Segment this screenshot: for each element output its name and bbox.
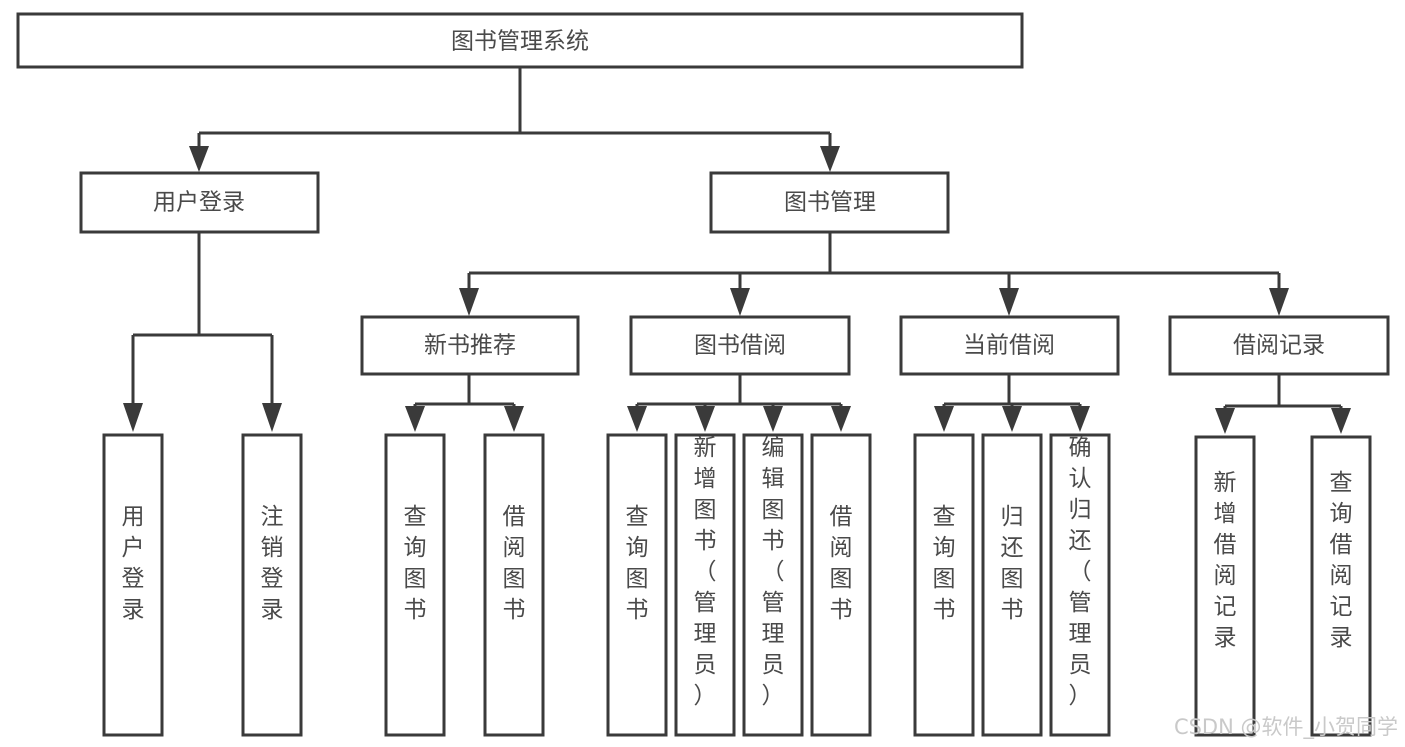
- arrow-book-manage: [820, 146, 840, 172]
- arrow-leaf-borrow-book-2: [831, 406, 851, 432]
- leaf-borrow-book-label: 借阅图书: [830, 504, 853, 623]
- node-book-manage-label: 图书管理: [784, 190, 876, 216]
- arrow-leaf-query-record: [1331, 408, 1351, 434]
- arrow-leaf-return-book: [1002, 406, 1022, 432]
- leaf-add-book[interactable]: 新增图书（管理员）: [674, 433, 736, 737]
- arrow-leaf-edit-book: [763, 406, 783, 432]
- leaf-query-book-recommend[interactable]: 查询图书: [384, 433, 446, 737]
- connector-group-borrow-record-to-leaves: [1215, 374, 1351, 434]
- node-book-borrow-label: 图书借阅: [694, 333, 786, 359]
- node-borrow-record[interactable]: 借阅记录: [1168, 315, 1390, 376]
- node-user-login[interactable]: 用户登录: [79, 171, 320, 234]
- arrow-leaf-confirm-return: [1070, 406, 1090, 432]
- leaf-add-book-box[interactable]: [674, 433, 736, 737]
- node-current-borrow-label: 当前借阅: [963, 333, 1055, 359]
- connector-group-new-book-to-leaves: [405, 374, 524, 432]
- leaf-add-borrow-record[interactable]: 新增借阅记录: [1194, 435, 1256, 737]
- arrow-leaf-user-login: [123, 403, 143, 432]
- leaf-query-book-recommend-label: 查询图书: [404, 504, 427, 623]
- leaf-borrow-book-recommend-box[interactable]: [483, 433, 545, 737]
- connector-group-book-manage-to-level3: [459, 232, 1289, 316]
- leaf-logout-label: 注销登录: [261, 504, 284, 623]
- arrow-book-borrow: [730, 288, 750, 316]
- node-new-book-recommend[interactable]: 新书推荐: [360, 315, 580, 376]
- arrow-user-login: [189, 146, 209, 172]
- node-new-book-recommend-label: 新书推荐: [424, 333, 516, 359]
- connector-group-book-borrow-to-leaves: [627, 374, 851, 432]
- leaf-query-borrow-record-box[interactable]: [1310, 435, 1372, 737]
- node-current-borrow[interactable]: 当前借阅: [899, 315, 1120, 376]
- arrow-leaf-query-book-3: [934, 406, 954, 432]
- leaf-user-login-label: 用户登录: [122, 504, 145, 623]
- node-book-manage-box[interactable]: [709, 171, 950, 234]
- node-borrow-record-box[interactable]: [1168, 315, 1390, 376]
- leaf-logout[interactable]: 注销登录: [241, 433, 303, 737]
- leaf-add-borrow-record-box[interactable]: [1194, 435, 1256, 737]
- leaf-query-book-current-box[interactable]: [913, 433, 975, 737]
- leaf-borrow-book-recommend-label: 借阅图书: [503, 504, 526, 623]
- leaf-borrow-book-box[interactable]: [810, 433, 872, 737]
- connector-group-root-to-level2: [189, 67, 840, 172]
- leaf-add-book-label: 新增图书（管理员）: [694, 435, 717, 709]
- connector-group-current-borrow-to-leaves: [934, 374, 1090, 432]
- leaf-return-book-box[interactable]: [981, 433, 1043, 737]
- node-root-label: 图书管理系统: [451, 29, 589, 55]
- leaf-confirm-return-label: 确认归还（管理员）: [1069, 435, 1092, 709]
- arrow-borrow-record: [1269, 288, 1289, 316]
- arrow-current-borrow: [999, 288, 1019, 316]
- leaf-edit-book-label: 编辑图书（管理员）: [762, 435, 785, 709]
- node-book-borrow[interactable]: 图书借阅: [629, 315, 851, 376]
- arrow-leaf-logout: [262, 403, 282, 432]
- leaf-query-book-borrow-label: 查询图书: [626, 504, 649, 623]
- leaf-query-book-current[interactable]: 查询图书: [913, 433, 975, 737]
- arrow-leaf-query-book-2: [627, 406, 647, 432]
- node-root-box[interactable]: [16, 12, 1024, 69]
- leaf-add-borrow-record-label: 新增借阅记录: [1214, 470, 1237, 651]
- node-user-login-label: 用户登录: [153, 190, 245, 216]
- arrow-new-book-recommend: [459, 288, 479, 316]
- arrow-leaf-borrow-book-1: [504, 406, 524, 432]
- node-new-book-recommend-box[interactable]: [360, 315, 580, 376]
- leaf-query-book-current-label: 查询图书: [933, 504, 956, 623]
- arrow-leaf-query-book-1: [405, 406, 425, 432]
- watermark-label: CSDN @软件_小贺同学: [1174, 715, 1398, 740]
- leaf-query-borrow-record-label: 查询借阅记录: [1330, 470, 1353, 651]
- node-root[interactable]: 图书管理系统: [16, 12, 1024, 69]
- leaf-return-book-label: 归还图书: [1001, 504, 1024, 623]
- node-borrow-record-label: 借阅记录: [1233, 333, 1325, 359]
- node-user-login-box[interactable]: [79, 171, 320, 234]
- leaf-confirm-return[interactable]: 确认归还（管理员）: [1049, 433, 1111, 737]
- connector-group-user-login-to-leaves: [123, 232, 282, 432]
- leaf-edit-book-box[interactable]: [742, 433, 804, 737]
- leaf-logout-box[interactable]: [241, 433, 303, 737]
- leaf-query-borrow-record[interactable]: 查询借阅记录: [1310, 435, 1372, 737]
- leaf-confirm-return-box[interactable]: [1049, 433, 1111, 737]
- leaf-borrow-book-recommend[interactable]: 借阅图书: [483, 433, 545, 737]
- node-book-borrow-box[interactable]: [629, 315, 851, 376]
- leaf-user-login[interactable]: 用户登录: [102, 433, 164, 737]
- leaf-query-book-borrow-box[interactable]: [606, 433, 668, 737]
- node-current-borrow-box[interactable]: [899, 315, 1120, 376]
- arrow-leaf-add-record: [1215, 408, 1235, 434]
- arrow-leaf-add-book: [695, 406, 715, 432]
- node-book-manage[interactable]: 图书管理: [709, 171, 950, 234]
- leaf-query-book-borrow[interactable]: 查询图书: [606, 433, 668, 737]
- leaf-query-book-recommend-box[interactable]: [384, 433, 446, 737]
- leaf-return-book[interactable]: 归还图书: [981, 433, 1043, 737]
- leaf-edit-book[interactable]: 编辑图书（管理员）: [742, 433, 804, 737]
- leaf-user-login-box[interactable]: [102, 433, 164, 737]
- leaf-borrow-book[interactable]: 借阅图书: [810, 433, 872, 737]
